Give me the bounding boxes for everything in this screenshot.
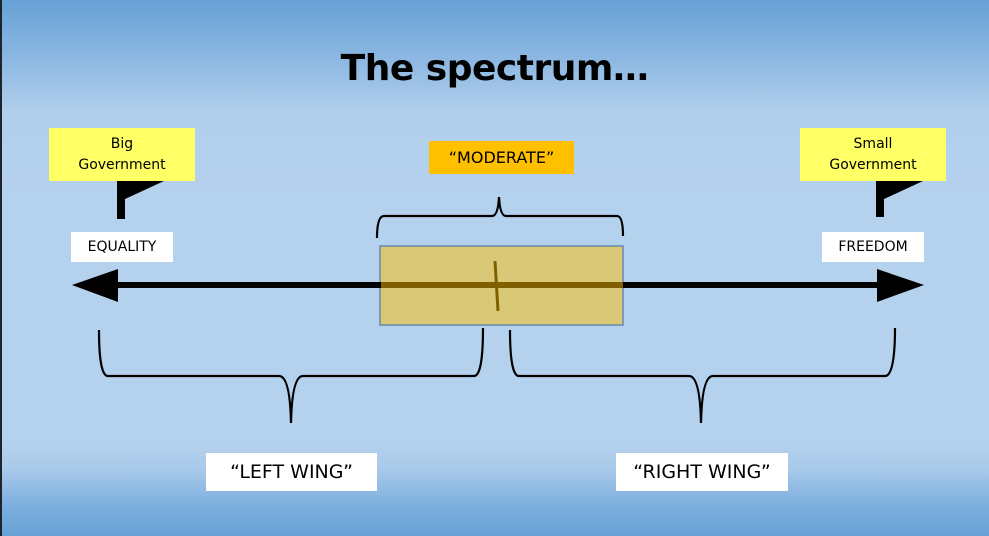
moderate-brace	[375, 196, 625, 239]
right-flag-icon	[876, 181, 923, 217]
axis-line-right	[623, 282, 885, 288]
moderate-label: “MODERATE”	[429, 141, 574, 174]
right-wing-label: “RIGHT WING”	[616, 453, 788, 491]
small-government-line2: Government	[829, 156, 917, 173]
big-government-line2: Government	[78, 156, 166, 173]
left-wing-label: “LEFT WING”	[206, 453, 377, 491]
right-wing-brace	[508, 327, 897, 424]
axis-line-left	[115, 282, 381, 288]
center-tick	[493, 260, 500, 312]
big-government-label: Big Government	[49, 128, 195, 181]
small-government-line1: Small	[853, 135, 893, 152]
axis-line-moderate	[381, 282, 623, 288]
equality-label: EQUALITY	[71, 232, 173, 262]
left-arrowhead-icon	[72, 269, 118, 302]
freedom-label: FREEDOM	[822, 232, 924, 262]
big-government-line1: Big	[110, 135, 134, 152]
window-edge	[0, 0, 2, 536]
right-arrowhead-icon	[877, 269, 924, 302]
slide-title: The spectrum…	[340, 48, 649, 89]
small-government-label: Small Government	[800, 128, 946, 181]
left-wing-brace	[97, 327, 485, 424]
left-flag-icon	[117, 181, 164, 219]
